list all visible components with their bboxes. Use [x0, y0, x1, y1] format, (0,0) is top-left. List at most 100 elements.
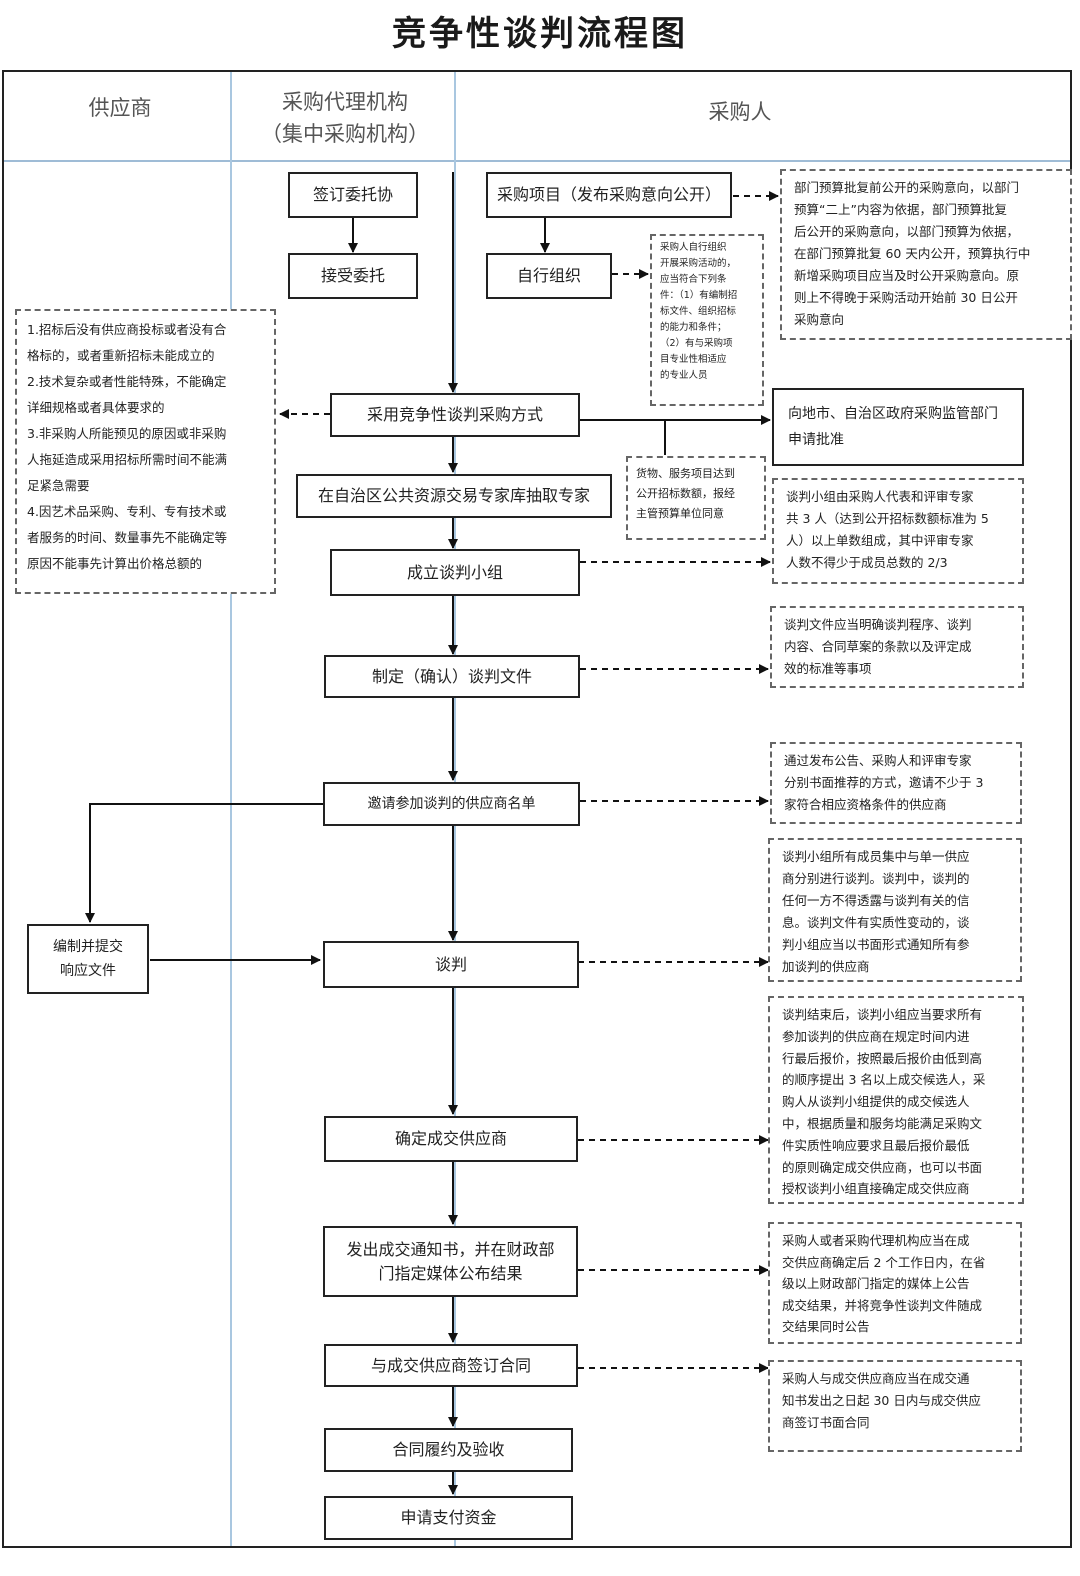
- note-line: 开展采购活动的，: [660, 258, 737, 269]
- sign-contract-label: 与成交供应商签订合同: [370, 1355, 531, 1375]
- adopt-method-box: 采用竞争性谈判采购方式: [330, 393, 580, 437]
- self-organize-label: 自行组织: [516, 266, 581, 285]
- note-line: 格标的，或者重新招标未能成立的: [27, 348, 215, 363]
- note-line: 知书发出之日起 30 日内与成交供应: [782, 1393, 981, 1408]
- note-intent-public: 部门预算批复前公开的采购意向，以部门 预算“二上”内容为依据，部门预算批复 后公…: [780, 169, 1072, 340]
- make-docs-box: 制定（确认）谈判文件: [324, 655, 580, 698]
- apply-approval-line1: 向地市、自治区政府采购监管部门: [788, 406, 998, 422]
- note-line: 后公开的采购意向，以部门预算为依据，: [794, 224, 1020, 239]
- note-determine-rules: 谈判结束后，谈判小组应当要求所有 参加谈判的供应商在规定时间内进 行最后报价，按…: [768, 996, 1024, 1204]
- note-docs-content: 谈判文件应当明确谈判程序、谈判 内容、合同草案的条款以及评定成 效的标准等事项: [770, 606, 1024, 688]
- prepare-response-line1: 编制并提交: [53, 939, 123, 955]
- note-line: 人拖延造成采用招标所需时间不能满: [27, 452, 228, 467]
- acceptance-label: 合同履约及验收: [392, 1440, 505, 1459]
- note-line: 加谈判的供应商: [782, 959, 870, 974]
- invite-list-label: 邀请参加谈判的供应商名单: [367, 796, 536, 812]
- issue-notice-box: 发出成交通知书，并在财政部 门指定媒体公布结果: [323, 1226, 578, 1297]
- note-line: 3.非采购人所能预见的原因或非采购: [27, 426, 227, 441]
- note-line: 采购人与成交供应商应当在成交通: [782, 1371, 970, 1386]
- apply-payment-label: 申请支付资金: [400, 1508, 497, 1527]
- note-line: 家符合相应资格条件的供应商: [784, 797, 947, 812]
- lane-header-agency-line1: 采购代理机构: [282, 90, 408, 114]
- apply-payment-box: 申请支付资金: [324, 1496, 573, 1540]
- note-announce-rules: 采购人或者采购代理机构应当在成 交供应商确定后 2 个工作日内，在省 级以上财政…: [768, 1222, 1022, 1344]
- header-divider: [4, 160, 1070, 162]
- note-line: 的专业人员: [660, 370, 708, 381]
- negotiate-box: 谈判: [323, 941, 579, 988]
- note-line: 商分别进行谈判。谈判中，谈判的: [782, 871, 970, 886]
- note-invite-method: 通过发布公告、采购人和评审专家 分别书面推荐的方式，邀请不少于 3 家符合相应资…: [770, 742, 1022, 824]
- purchase-project-label: 采购项目（发布采购意向公开）: [496, 185, 721, 204]
- note-line: 在部门预算批复 60 天内公开，预算执行中: [794, 246, 1031, 261]
- adopt-method-label: 采用竞争性谈判采购方式: [366, 405, 543, 424]
- note-line: 件实质性响应要求且最后报价最低: [782, 1137, 970, 1153]
- note-line: 详细规格或者具体要求的: [27, 400, 165, 415]
- prepare-response-line2: 响应文件: [60, 963, 116, 979]
- diagram-frame: [2, 70, 1072, 1548]
- note-threshold-approval: 货物、服务项目达到 公开招标数额，报经 主管预算单位同意: [626, 456, 766, 540]
- note-line: 应当符合下列条: [660, 274, 727, 285]
- self-organize-box: 自行组织: [486, 253, 612, 299]
- note-line: 谈判小组所有成员集中与单一供应: [782, 849, 970, 864]
- acceptance-box: 合同履约及验收: [324, 1428, 573, 1472]
- note-line: 人）以上单数组成，其中评审专家: [786, 533, 974, 548]
- note-negotiate-rules: 谈判小组所有成员集中与单一供应 商分别进行谈判。谈判中，谈判的 任何一方不得透露…: [768, 838, 1022, 982]
- note-group-composition: 谈判小组由采购人代表和评审专家 共 3 人（达到公开招标数额标准为 5 人）以上…: [772, 478, 1024, 584]
- lane-header-agency-line2: （集中采购机构）: [261, 122, 429, 146]
- note-line: 通过发布公告、采购人和评审专家: [784, 753, 972, 768]
- apply-approval-line2: 申请批准: [788, 432, 844, 448]
- note-line: 内容、合同草案的条款以及评定成: [784, 639, 972, 654]
- note-line: 谈判文件应当明确谈判程序、谈判: [784, 617, 972, 632]
- issue-notice-line2: 门指定媒体公布结果: [378, 1263, 523, 1283]
- note-line: 商签订书面合同: [782, 1415, 870, 1430]
- accept-entrust-box: 接受委托: [288, 253, 418, 299]
- extract-experts-label: 在自治区公共资源交易专家库抽取专家: [317, 486, 590, 505]
- note-line: 预算“二上”内容为依据，部门预算批复: [794, 202, 1007, 217]
- lane-divider-supplier: [230, 72, 232, 1546]
- note-line: 的顺序提出 3 名以上成交候选人，采: [782, 1072, 986, 1088]
- note-line: 息。谈判文件有实质性变动的，谈: [782, 915, 970, 930]
- note-line: 授权谈判小组直接确定成交供应商: [782, 1181, 970, 1197]
- note-line: 成交结果，并将竞争性谈判文件随成: [782, 1297, 983, 1313]
- note-line: 采购人或者采购代理机构应当在成: [782, 1233, 970, 1248]
- lane-header-supplier: 供应商: [88, 96, 152, 120]
- note-line: 则上不得晚于采购活动开始前 30 日公开: [794, 290, 1018, 305]
- invite-list-box: 邀请参加谈判的供应商名单: [323, 782, 580, 826]
- extract-experts-box: 在自治区公共资源交易专家库抽取专家: [296, 474, 612, 518]
- note-line: 行最后报价，按照最后报价由低到高: [782, 1050, 983, 1066]
- accept-entrust-label: 接受委托: [320, 266, 385, 285]
- note-line: 部门预算批复前公开的采购意向，以部门: [794, 180, 1020, 195]
- note-line: 参加谈判的供应商在规定时间内进: [782, 1028, 970, 1044]
- note-line: 的能力和条件；: [660, 322, 727, 333]
- form-group-label: 成立谈判小组: [406, 562, 503, 582]
- note-line: 谈判结束后，谈判小组应当要求所有: [782, 1007, 983, 1022]
- note-line: 者服务的时间、数量事先不能确定等: [27, 530, 228, 545]
- note-contract-rules: 采购人与成交供应商应当在成交通 知书发出之日起 30 日内与成交供应 商签订书面…: [768, 1360, 1022, 1452]
- issue-notice-line1: 发出成交通知书，并在财政部: [346, 1239, 555, 1259]
- sign-entrust-box: 签订委托协: [288, 172, 418, 218]
- determine-supplier-label: 确定成交供应商: [394, 1129, 507, 1148]
- note-line: 交供应商确定后 2 个工作日内，在省: [782, 1254, 986, 1270]
- note-line: 中，根据质量和服务均能满足采购文: [782, 1115, 983, 1131]
- note-line: 1.招标后没有供应商投标或者没有合: [27, 322, 227, 337]
- note-line: 共 3 人（达到公开招标数额标准为 5: [786, 511, 989, 526]
- note-line: 判小组应当以书面形式通知所有参: [782, 937, 970, 952]
- note-line: 原因不能事先计算出价格总额的: [27, 556, 203, 571]
- note-line: 4.因艺术品采购、专利、专有技术或: [27, 504, 227, 519]
- lane-header-agency: 采购代理机构 （集中采购机构）: [240, 86, 450, 150]
- negotiate-label: 谈判: [434, 954, 467, 974]
- note-line: 采购意向: [794, 312, 845, 327]
- make-docs-label: 制定（确认）谈判文件: [371, 666, 532, 686]
- note-line: 级以上财政部门指定的媒体上公告: [782, 1276, 970, 1291]
- determine-supplier-box: 确定成交供应商: [324, 1116, 578, 1162]
- purchase-project-box: 采购项目（发布采购意向公开）: [486, 172, 732, 218]
- note-line: 采购人自行组织: [660, 242, 727, 253]
- form-group-box: 成立谈判小组: [330, 549, 580, 596]
- note-line: 谈判小组由采购人代表和评审专家: [786, 489, 974, 504]
- note-self-org-conditions: 采购人自行组织 开展采购活动的， 应当符合下列条 件：（1）有编制招 标文件、组…: [650, 234, 764, 406]
- note-line: （2）有与采购项: [660, 338, 733, 349]
- note-line: 2.技术复杂或者性能特殊，不能确定: [27, 374, 227, 389]
- diagram-title: 竞争性谈判流程图: [392, 14, 688, 54]
- note-line: 效的标准等事项: [784, 661, 872, 676]
- sign-entrust-label: 签订委托协: [312, 185, 393, 204]
